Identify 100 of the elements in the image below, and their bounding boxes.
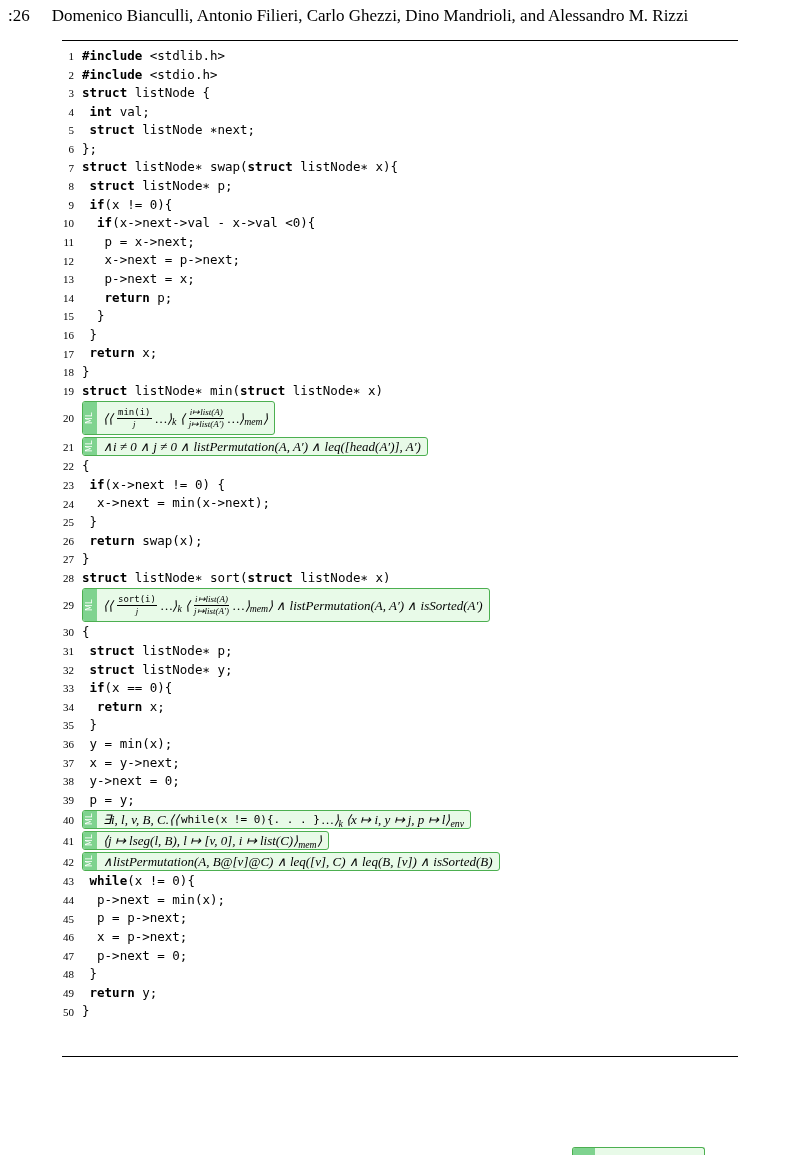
code-line: #include <stdlib.h>	[82, 46, 225, 65]
tag: ML	[83, 811, 97, 829]
code-line: y->next = 0;	[88, 772, 180, 791]
tag: ML	[83, 438, 97, 456]
code-line: if(x->next->val - x->val <0){	[96, 214, 316, 233]
line-number: 1	[67, 49, 75, 65]
line-number: 21	[62, 439, 75, 455]
formula-text: …⟩$_{mem}$⟩ ∧ listPermutation(A, A′) ∧ isSorted(A′)	[233, 596, 483, 616]
formula-text: ⟨j ↦ lseg(l, B), l ↦ [v, 0], i ↦ list(C)⟩$_{mem}$⟩	[103, 832, 322, 850]
code-line: return swap(x);	[88, 531, 203, 550]
line-number: 15	[62, 309, 75, 325]
line-number: 43	[62, 874, 75, 890]
annotation-box	[82, 831, 329, 851]
code-line: }	[82, 1002, 90, 1021]
fraction-denominator: j	[135, 605, 139, 616]
line-number: 24	[62, 496, 75, 512]
code-line: struct listNode∗ p;	[88, 641, 233, 660]
code-line: struct listNode∗ y;	[88, 660, 233, 679]
line-number: 26	[62, 533, 75, 549]
formula-text: ∧i ≠ 0 ∧ j ≠ 0 ∧ listPermutation(A, A′) ∧ leq([head(A′)], A′)	[103, 438, 421, 456]
code-line: while(x != 0){	[88, 872, 195, 891]
line-number: 48	[62, 967, 75, 983]
line-number: 36	[62, 737, 75, 753]
fraction-numerator: i↦list(A)	[188, 407, 224, 419]
line-number: 44	[62, 893, 75, 908]
line-number: 39	[62, 792, 75, 808]
annotation-box	[82, 810, 472, 830]
annotation-box	[82, 588, 490, 623]
code-line: }	[88, 965, 98, 984]
annotation-box	[82, 437, 428, 457]
line-number: 31	[62, 644, 75, 660]
line-number: 10	[62, 216, 75, 232]
code-line: if(x->next != 0) {	[88, 475, 225, 494]
formula-text: ∃i, l, v, B, C.⟨⟨	[103, 811, 179, 829]
line-number: 11	[62, 235, 75, 250]
line-number: 3	[67, 86, 75, 102]
line-number: 17	[62, 346, 75, 362]
fraction-denominator: j	[133, 418, 136, 429]
line-number: 16	[62, 327, 75, 343]
line-number: 19	[62, 383, 75, 399]
formula-text: ⟨⟨	[103, 596, 113, 615]
line-number: 47	[62, 948, 75, 964]
tag: ML	[83, 402, 97, 435]
line-number: 22	[62, 459, 75, 475]
line-number: 6	[67, 142, 75, 157]
line-number: 12	[62, 253, 75, 269]
code-line: }	[96, 307, 105, 326]
line-number: 23	[62, 477, 75, 493]
code-line: }	[88, 325, 98, 344]
code-line: x->next = min(x->next);	[96, 494, 271, 513]
line-number: 45	[62, 911, 75, 927]
fraction-denominator: j↦list(A′)	[194, 605, 230, 616]
code-line: struct listNode∗ sort(struct listNode∗ x)	[82, 568, 391, 587]
code-line: struct listNode∗ min(struct listNode∗ x)	[82, 381, 384, 400]
annotation-box	[572, 1147, 705, 1155]
annotation-box	[82, 401, 275, 436]
code-line: return y;	[88, 983, 158, 1002]
code-line: if(x == 0){	[88, 679, 173, 698]
code-line: };	[82, 139, 98, 158]
fraction-numerator: sort(i)	[117, 594, 157, 606]
code-line: return x;	[96, 697, 165, 716]
code-line: struct listNode ∗next;	[88, 121, 256, 140]
line-number: 8	[67, 179, 75, 195]
line-number: 38	[62, 774, 75, 790]
code-line: {	[82, 457, 90, 476]
code-line: x = p->next;	[96, 928, 188, 947]
fraction-denominator: j↦list(A′)	[188, 418, 224, 429]
code-line: }	[88, 513, 98, 531]
code-line: x = y->next;	[88, 753, 180, 772]
code-line: p->next = 0;	[96, 946, 188, 965]
formula-text: while(x != 0){. . . }	[180, 811, 320, 828]
code-line: p->next = min(x);	[96, 890, 225, 909]
code-line: y = min(x);	[88, 734, 173, 753]
code-line: }	[82, 363, 90, 381]
annotation-box	[82, 852, 500, 872]
code-line: if(x != 0){	[88, 195, 173, 214]
line-number: 34	[62, 699, 75, 715]
code-line: #include <stdio.h>	[82, 65, 218, 84]
code-line: return x;	[88, 344, 158, 363]
fraction-numerator: i↦list(A)	[194, 594, 230, 606]
line-number: 49	[62, 986, 75, 1001]
page-number: :26	[8, 5, 30, 27]
line-number: 20	[62, 411, 75, 427]
formula-text: …⟩$_{mem}$⟩	[227, 409, 268, 429]
formula-text: ⟨⟨	[103, 409, 113, 428]
code-line: p = x->next;	[103, 232, 195, 251]
code-line: }	[88, 716, 98, 735]
line-number: 5	[67, 123, 75, 139]
tag: ML	[83, 832, 97, 850]
code-line: x->next = p->next;	[103, 251, 241, 270]
fraction-numerator: min(i)	[117, 407, 152, 419]
line-number: 7	[67, 160, 75, 176]
formula-text: ∧listPermutation(A, B@[v]@C) ∧ leq([v], C) ∧ leq(B, [v]) ∧ isSorted(B)	[103, 853, 493, 871]
code-line: p = p->next;	[96, 909, 188, 928]
line-number: 13	[62, 272, 75, 288]
line-number: 33	[62, 681, 75, 697]
tag: ML	[83, 853, 97, 871]
formula-text: …⟩$_{k}$ ⟨	[160, 596, 191, 616]
code-line: int val;	[88, 102, 150, 121]
line-number: 4	[67, 104, 75, 120]
